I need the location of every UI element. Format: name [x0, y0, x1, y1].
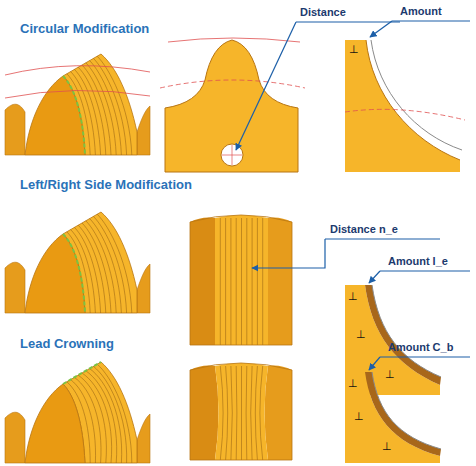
- row-heading: Left/Right Side Modification: [20, 178, 192, 193]
- perpendicular-mark: ⊥: [349, 43, 359, 56]
- tooth-side-view: [190, 363, 292, 460]
- gear-tooth-3d: [5, 54, 150, 463]
- perpendicular-mark: ⊥: [382, 440, 392, 453]
- callout-label: Distance n_e: [330, 223, 398, 236]
- perpendicular-mark: ⊥: [354, 410, 364, 423]
- profile-section: [345, 357, 470, 463]
- perpendicular-mark: ⊥: [348, 290, 358, 303]
- row-heading: Lead Crowning: [20, 337, 114, 352]
- gear-tooth-3d: [5, 212, 150, 313]
- callout-label: Amount C_b: [388, 341, 453, 354]
- tooth-side-view: [190, 215, 440, 345]
- callout-label: Distance: [300, 6, 346, 19]
- perpendicular-mark: ⊥: [348, 377, 358, 390]
- perpendicular-mark: ⊥: [385, 368, 395, 381]
- callout-label: Amount l_e: [388, 255, 448, 268]
- gear-tooth-3d: [5, 54, 150, 155]
- profile-section: [345, 21, 470, 172]
- gear-tooth-3d: [5, 362, 150, 463]
- row-heading: Circular Modification: [20, 22, 149, 37]
- callout-label: Amount: [400, 5, 442, 18]
- perpendicular-mark: ⊥: [356, 328, 366, 341]
